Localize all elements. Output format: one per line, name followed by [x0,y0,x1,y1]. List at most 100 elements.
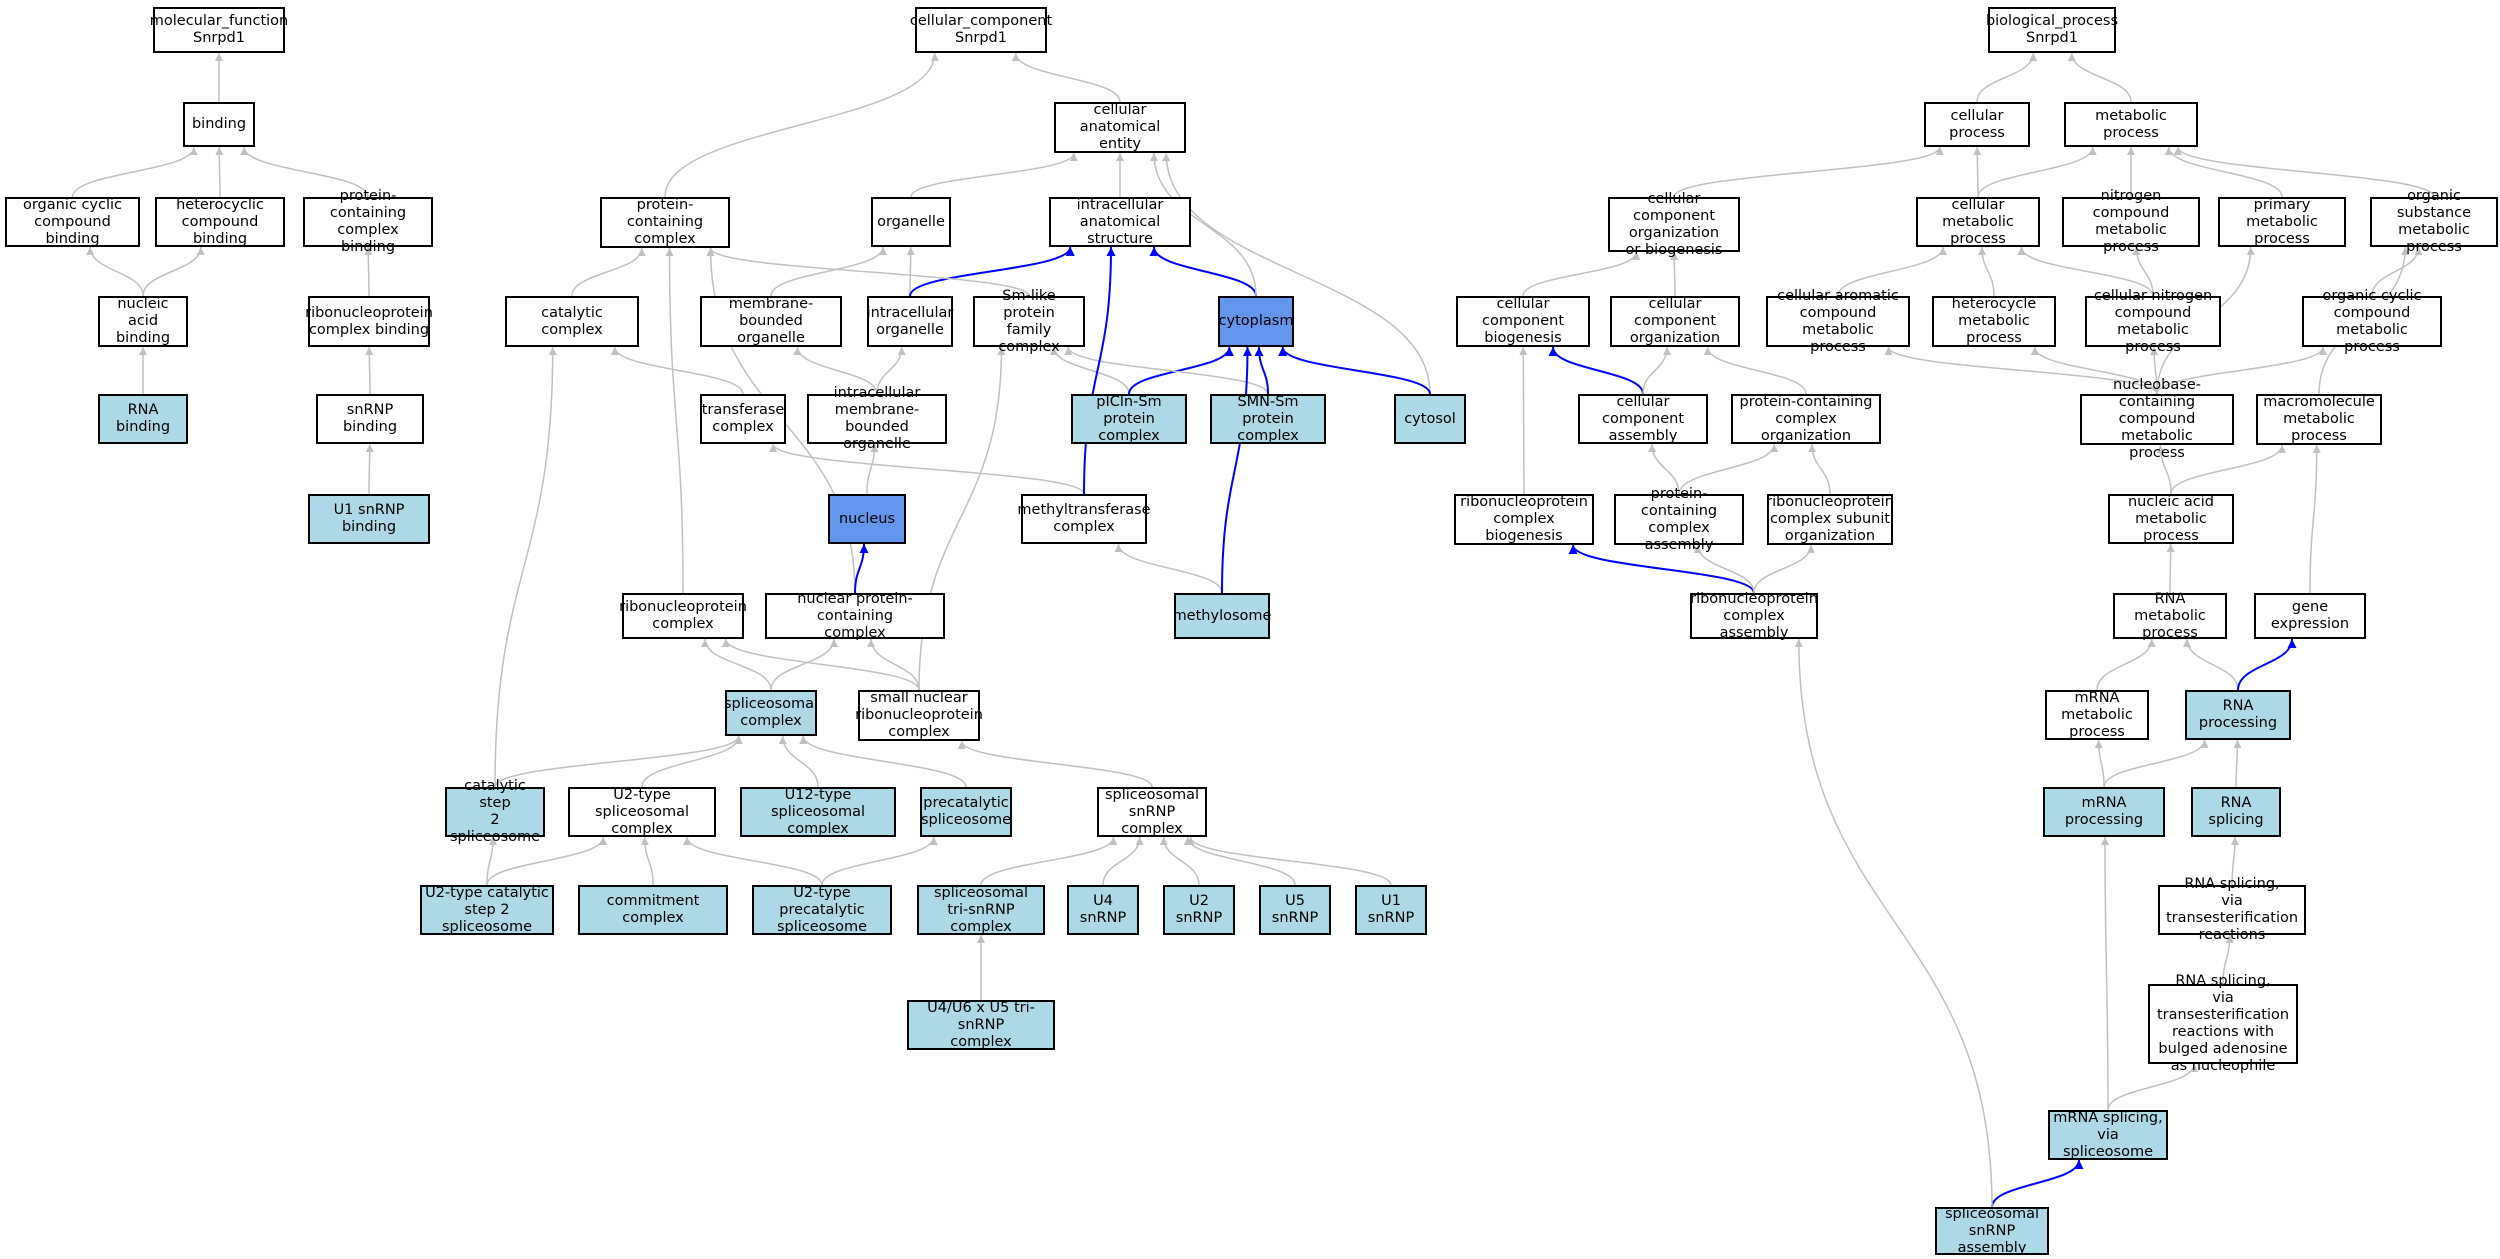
edge-nab-to-hcb [142,246,205,297]
edge-mp-to-bp [2067,52,2132,103]
go-term-cytosol: cytosol [1394,394,1466,444]
go-term-rnpca: ribonucleoprotein complex assembly [1690,590,1818,641]
edge-org-to-cae [910,152,1078,198]
edge-cs2-to-spc [494,735,743,788]
edge-cca-to-cco [1642,346,1671,395]
edge-rnaspb-to-rnaspt [2222,934,2234,985]
go-term-u2s: U2-type spliceosomal complex [568,787,716,837]
edge-npcc-to-nucleus [854,543,869,594]
edge-catc-to-pcc [571,247,646,297]
go-term-occmp: organic cyclic compound metabolic proces… [2302,288,2442,355]
edge-rnasp-to-rnaproc [2233,739,2242,788]
edge-namp-to-nbcmp [2156,444,2172,495]
edge-u2-to-sssnrnp [1159,836,1200,886]
go-term-u2: U2 snRNP [1163,885,1235,935]
edge-u12-to-spc [778,735,819,788]
edge-nbcmp-to-occmp [2156,346,2327,395]
go-term-rnaspb: RNA splicing, via transesterification re… [2148,973,2298,1074]
edge-nucleus-to-imbo [866,443,879,495]
go-term-u5: U5 snRNP [1259,885,1331,935]
go-term-tri: spliceosomal tri-snRNP complex [917,885,1045,935]
edge-rnpca-to-rnpcso [1753,544,1815,594]
edge-cacmp-to-cmp [1837,246,1947,297]
edge-sm-to-pcc [706,247,1030,297]
go-term-pcco: protein-containing complex organization [1731,394,1881,444]
edge-osmp-to-mp [2173,146,2435,198]
edge-sssnrnp-to-snrnp [957,740,1153,788]
edge-spc-to-rnpc [701,638,772,691]
go-term-cca: cellular component assembly [1578,394,1708,444]
go-term-meth: methylosome [1173,593,1271,639]
go-term-ccb: cellular component biogenesis [1456,296,1590,347]
go-term-npcc: nuclear protein-containing complex [765,591,945,641]
edge-pcca-to-pcco [1678,443,1779,495]
edge-meth-to-mtc [1114,543,1223,594]
edge-pcco-to-cco [1703,346,1807,395]
go-term-u12: U12-type spliceosomal complex [740,787,896,837]
go-term-ge: gene expression [2254,593,2366,639]
go-term-rnpcb: ribonucleoprotein complex binding [305,296,433,347]
edge-u4-to-sssnrnp [1102,836,1144,886]
edge-rnpcbio-to-ccb [1519,346,1528,495]
edge-smn-to-sm [1064,346,1269,395]
go-term-cncmp: cellular nitrogen compound metabolic pro… [2085,288,2221,355]
edge-mrnasp-to-rnaspb [2107,1063,2199,1111]
edge-mrnaproc-to-mrnamp [2094,739,2105,788]
go-term-rnpcso: ribonucleoprotein complex subunit organi… [1766,494,1894,545]
edge-mbo-to-org [770,246,887,297]
go-term-rnasp: RNA splicing [2191,787,2281,837]
edge-picln-to-cyto [1128,346,1234,395]
go-term-mmp: macromolecule metabolic process [2256,394,2382,445]
edge-ssa-to-rnpca [1794,638,1993,1208]
edge-snrnpb-to-rnpcb [365,346,374,395]
edge-ccb-to-ccob [1522,251,1641,297]
edge-u5-to-sssnrnp [1183,836,1296,886]
go-term-io: intracellular organelle [867,296,953,347]
edge-cytosol-to-cyto [1278,346,1431,395]
edge-spc-to-npcc [770,638,838,691]
edge-nab-to-ocb [86,246,144,297]
go-term-rnamp: RNA metabolic process [2113,591,2227,641]
go-term-imbo: intracellular membrane-bounded organelle [807,385,947,452]
edge-mtc-to-tc [769,443,1085,495]
go-term-cs2: catalytic step 2 spliceosome [445,778,545,845]
edge-tc-to-catc [610,346,744,395]
go-term-u2pre: U2-type precatalytic spliceosome [752,885,892,935]
go-term-mtc: methyltransferase complex [1017,494,1151,544]
go-term-spc: spliceosomal complex [724,690,818,736]
edge-pmp-to-mp [2164,146,2283,198]
edge-cncmp-to-ncmp [2132,246,2154,297]
go-term-osmp: organic substance metabolic process [2370,188,2498,255]
edge-u2s-to-spc [641,735,743,788]
go-term-ocb: organic cyclic compound binding [5,197,140,247]
edge-io-to-org [906,246,915,297]
go-term-mrnasp: mRNA splicing, via spliceosome [2048,1110,2168,1160]
go-term-mrnamp: mRNA metabolic process [2045,690,2149,740]
edge-commit-to-u2s [640,836,654,886]
edge-cp-to-bp [1976,52,2038,103]
go-term-nab: nucleic acid binding [98,296,188,347]
edge-rnpc-to-pcc [665,247,684,594]
edge-u2cat-to-cs2 [486,836,497,886]
edge-rnpca-to-pcca [1693,544,1755,594]
go-term-cyto: cytoplasm [1218,296,1294,347]
edge-u1-to-sssnrnp [1186,836,1392,886]
go-term-pmp: primary metabolic process [2218,197,2346,247]
edge-imbo-to-io [876,346,906,395]
edge-rnaproc-to-ge [2237,638,2297,691]
edge-hmp-to-cmp [1978,246,1995,297]
edge-smn-to-cyto [1254,346,1269,395]
go-term-rnaproc: RNA processing [2185,690,2291,740]
go-term-ncmp: nitrogen compound metabolic process [2062,188,2200,255]
edge-cco-to-ccob [1670,251,1679,297]
edge-imbo-to-mbo [793,346,878,395]
go-term-rnaspt: RNA splicing, via transesterification re… [2158,876,2306,943]
edge-snrnp-to-rnpc [721,638,920,691]
go-term-mp: metabolic process [2064,102,2198,147]
go-term-cc: cellular_component Snrpd1 [910,7,1052,53]
edge-tri-to-sssnrnp [980,836,1118,886]
edge-cyto-to-ias [1149,246,1257,297]
go-term-rnpcbio: ribonucleoprotein complex biogenesis [1454,494,1594,545]
edge-ssa-to-mrnasp [1991,1159,2084,1208]
